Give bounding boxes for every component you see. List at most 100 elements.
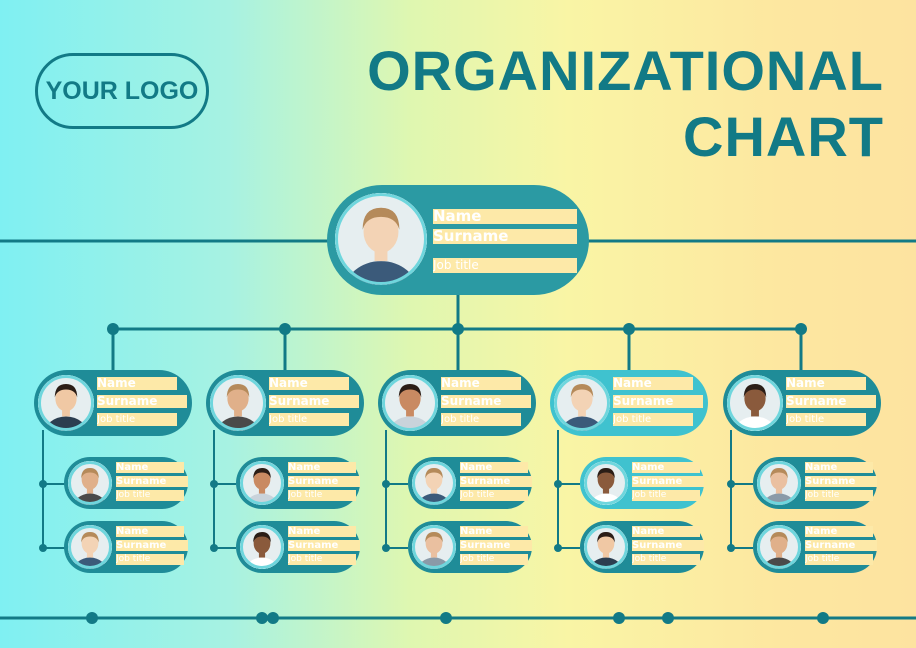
employee-surname: Surname	[632, 540, 704, 551]
photo-ring	[757, 525, 801, 569]
root-name: Name	[433, 209, 577, 224]
employee-surname: Surname	[632, 476, 704, 487]
logo-text: YOUR LOGO	[45, 76, 199, 105]
employee-name: Name	[805, 462, 873, 473]
manager-name: Name	[97, 377, 177, 390]
photo-frame	[554, 375, 610, 431]
connector-dot	[440, 612, 452, 624]
employee-job-title: Job title	[632, 554, 700, 565]
employee-surname: Surname	[805, 476, 877, 487]
photo-ring	[240, 525, 284, 569]
employee-surname: Surname	[460, 476, 532, 487]
photo-ring	[38, 375, 94, 431]
photo-ring	[68, 525, 112, 569]
photo-frame	[757, 525, 801, 569]
employee-surname: Surname	[460, 540, 532, 551]
connector-dot	[86, 612, 98, 624]
title-line-2: CHART	[683, 105, 884, 168]
photo-frame	[757, 461, 801, 505]
employee-job-title: Job title	[116, 490, 184, 501]
photo-frame	[727, 375, 783, 431]
employee-name: Name	[460, 462, 528, 473]
connector-dot	[256, 612, 268, 624]
employee-job-title: Job title	[116, 554, 184, 565]
manager-surname: Surname	[613, 395, 703, 408]
page-title: ORGANIZATIONAL CHART	[367, 38, 884, 170]
photo-ring	[240, 461, 284, 505]
manager-job-title: Job title	[786, 413, 866, 426]
manager-surname: Surname	[786, 395, 876, 408]
photo-ring	[210, 375, 266, 431]
employee-name: Name	[288, 526, 356, 537]
photo-frame	[412, 525, 456, 569]
manager-job-title: Job title	[613, 413, 693, 426]
manager-job-title: Job title	[269, 413, 349, 426]
photo-ring	[335, 193, 427, 285]
employee-name: Name	[632, 462, 700, 473]
root-job-title: Job title	[433, 258, 577, 273]
photo-ring	[412, 461, 456, 505]
photo-ring	[382, 375, 438, 431]
photo-ring	[68, 461, 112, 505]
manager-surname: Surname	[97, 395, 187, 408]
manager-surname: Surname	[269, 395, 359, 408]
photo-ring	[727, 375, 783, 431]
employee-name: Name	[460, 526, 528, 537]
employee-surname: Surname	[288, 540, 360, 551]
photo-ring	[584, 525, 628, 569]
photo-frame	[382, 375, 438, 431]
employee-name: Name	[116, 462, 184, 473]
manager-surname: Surname	[441, 395, 531, 408]
photo-ring	[584, 461, 628, 505]
root-surname: Surname	[433, 229, 577, 244]
employee-name: Name	[805, 526, 873, 537]
photo-frame	[240, 525, 284, 569]
manager-job-title: Job title	[441, 413, 521, 426]
photo-frame	[210, 375, 266, 431]
manager-name: Name	[269, 377, 349, 390]
employee-name: Name	[116, 526, 184, 537]
photo-frame	[38, 375, 94, 431]
title-line-1: ORGANIZATIONAL	[367, 39, 884, 102]
photo-frame	[240, 461, 284, 505]
manager-name: Name	[786, 377, 866, 390]
employee-surname: Surname	[116, 476, 188, 487]
manager-name: Name	[613, 377, 693, 390]
manager-name: Name	[441, 377, 521, 390]
employee-job-title: Job title	[460, 490, 528, 501]
photo-frame	[412, 461, 456, 505]
employee-job-title: Job title	[288, 490, 356, 501]
employee-surname: Surname	[288, 476, 360, 487]
photo-frame	[584, 525, 628, 569]
employee-name: Name	[288, 462, 356, 473]
connector-dot	[662, 612, 674, 624]
photo-ring	[757, 461, 801, 505]
employee-job-title: Job title	[288, 554, 356, 565]
employee-job-title: Job title	[805, 490, 873, 501]
photo-frame	[584, 461, 628, 505]
photo-frame	[335, 193, 427, 285]
employee-job-title: Job title	[632, 490, 700, 501]
logo-placeholder: YOUR LOGO	[35, 53, 209, 129]
manager-job-title: Job title	[97, 413, 177, 426]
photo-frame	[68, 461, 112, 505]
employee-surname: Surname	[116, 540, 188, 551]
employee-job-title: Job title	[460, 554, 528, 565]
connector-dot	[267, 612, 279, 624]
connector-dot	[817, 612, 829, 624]
